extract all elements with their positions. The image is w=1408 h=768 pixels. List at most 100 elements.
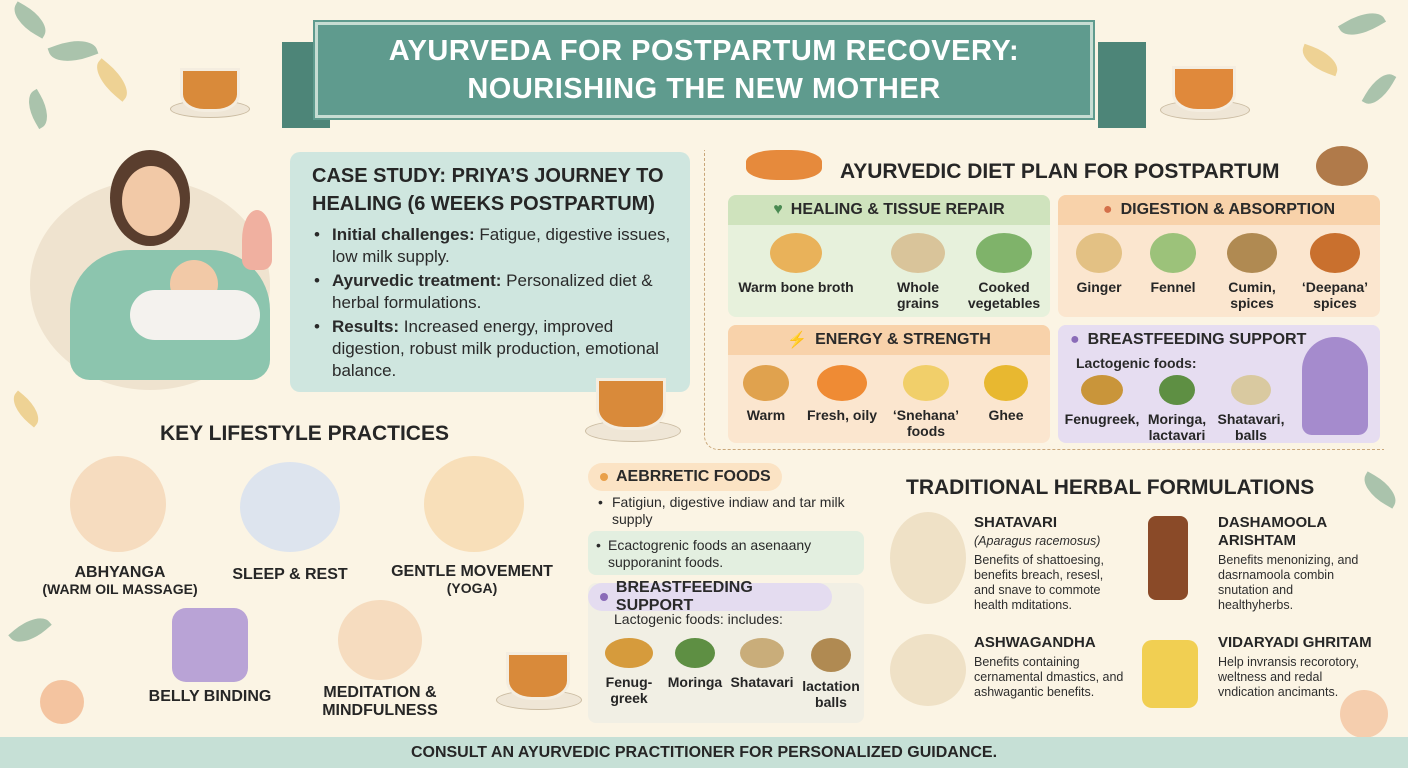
leaf-decoration	[6, 390, 46, 428]
lightning-icon: ⚡	[787, 332, 808, 349]
food-item: ‘Snehana’ foods	[888, 365, 964, 439]
list-item-label: Ayurvedic treatment:	[332, 271, 502, 290]
list-item-label: Results:	[332, 317, 400, 336]
warm-soup-icon	[743, 365, 789, 401]
practice-sub: (YOGA)	[446, 580, 498, 596]
herb-description: Benefits of shattoesing, benefits breach…	[974, 553, 1104, 612]
leaf-decoration	[8, 609, 52, 651]
turmeric-icon	[746, 150, 822, 180]
fenugreek-icon	[605, 638, 653, 668]
fenugreek-icon	[1081, 375, 1123, 405]
tea-cup-icon	[506, 652, 570, 700]
flower-decoration	[1340, 690, 1388, 738]
lactation-balls-icon	[811, 638, 851, 672]
herb-description: Help invransis recorotory, weltness and …	[1218, 655, 1359, 699]
spices-icon	[1310, 233, 1360, 273]
food-item: Ginger	[1064, 233, 1134, 295]
herbal-title: TRADITIONAL HERBAL FORMULATIONS	[906, 476, 1315, 499]
food-item: Fenugreek,	[1062, 375, 1142, 427]
food-item: Fresh, oily	[800, 365, 884, 423]
food-item: Warm	[734, 365, 798, 423]
list-item: Initial challenges: Fatigue, digestive i…	[312, 224, 682, 268]
food-item: Fenug- greek	[598, 638, 660, 706]
fennel-icon	[1150, 233, 1196, 273]
abhyanga-icon	[70, 456, 166, 552]
ghee-bowl-icon	[1316, 146, 1368, 186]
herb-item: VIDARYADI GHRITAM Help invransis recorot…	[1218, 634, 1378, 700]
case-study-title: CASE STUDY: PRIYA’S JOURNEY TO HEALING (…	[312, 165, 664, 215]
page-title-line-1: AYURVEDA FOR POSTPARTUM RECOVERY:	[388, 35, 1020, 67]
mother-baby-illustration	[1302, 337, 1368, 435]
herb-name: VIDARYADI GHRITAM	[1218, 634, 1372, 651]
list-item: Ayurvedic treatment: Personalized diet &…	[312, 270, 682, 314]
food-item: Cooked vegetables	[962, 233, 1046, 311]
leaf-decoration	[1337, 4, 1387, 44]
shatavari-icon	[740, 638, 784, 668]
belly-binding-icon	[172, 608, 248, 682]
list-item-text: Fatigue, digestive issues, low milk supp…	[332, 225, 671, 266]
practice-sub: (WARM OIL MASSAGE)	[42, 581, 198, 597]
food-item: Ghee	[970, 365, 1042, 423]
herb-name: DASHAMOOLA ARISHTAM	[1218, 514, 1327, 549]
herb-name: SHATAVARI	[974, 514, 1058, 531]
grains-icon	[891, 233, 945, 273]
shatavari-icon	[1231, 375, 1271, 405]
food-item: lactation balls	[796, 638, 866, 710]
herb-description: Benefits menonizing, and dasrnamoola com…	[1218, 553, 1359, 612]
leaf-decoration	[21, 88, 55, 130]
meditation-icon	[338, 600, 422, 680]
practice-label: ABHYANGA	[74, 564, 166, 581]
shatavari-root-icon	[890, 512, 966, 604]
arishtam-bottle-icon	[1148, 516, 1188, 600]
list-item-label: Initial challenges:	[332, 225, 475, 244]
sleep-icon	[240, 462, 340, 552]
practice-label: SLEEP & REST	[232, 566, 348, 583]
food-item: Moringa, lactavari	[1142, 375, 1212, 443]
diet-card-energy: ⚡ ENERGY & STRENGTH Warm Fresh, oily ‘Sn…	[728, 325, 1050, 443]
moringa-icon	[675, 638, 715, 668]
herb-description: Benefits containing cernamental dmastics…	[974, 655, 1124, 699]
bullet-dot	[600, 593, 608, 601]
tea-cup-icon	[1172, 66, 1236, 112]
ectogenic-note: • Ecactogrenic foods an asenaany suppora…	[588, 531, 864, 575]
herb-latin: (Aparagus racemosus)	[974, 534, 1101, 548]
title-banner: AYURVEDA FOR POSTPARTUM RECOVERY: NOURIS…	[315, 22, 1093, 118]
tea-cup-icon	[180, 68, 240, 112]
case-study-list: Initial challenges: Fatigue, digestive i…	[312, 224, 682, 384]
lactogenic-subtitle: Lactogenic foods: includes:	[614, 611, 783, 627]
list-item-text: Increased energy, improved digestion, ro…	[332, 317, 659, 380]
card-title: DIGESTION & ABSORPTION	[1120, 201, 1336, 218]
ghritam-jar-icon	[1142, 640, 1198, 708]
snehana-foods-icon	[903, 365, 949, 401]
section-title: AEBRRETIC FOODS	[616, 468, 771, 485]
diet-card-healing: ♥ HEALING & TISSUE REPAIR Warm bone brot…	[728, 195, 1050, 317]
food-item: Shatavari, balls	[1214, 375, 1288, 443]
cumin-icon	[1227, 233, 1277, 273]
herb-item: SHATAVARI (Aparagus racemosus) Benefits …	[974, 514, 1124, 613]
page-title-line-2: NOURISHING THE NEW MOTHER	[467, 73, 941, 105]
yoga-icon	[424, 456, 524, 552]
flower-decoration	[40, 680, 84, 724]
fresh-fruit-icon	[817, 365, 867, 401]
herb-item: DASHAMOOLA ARISHTAM Benefits menonizing,…	[1218, 514, 1368, 613]
herb-item: ASHWAGANDHA Benefits containing cernamen…	[974, 634, 1124, 700]
practice-label: BELLY BINDING	[148, 688, 272, 705]
vegetables-icon	[976, 233, 1032, 273]
stomach-icon: ●	[1102, 201, 1113, 218]
diet-plan-frame	[704, 150, 1384, 450]
mother-breastfeeding-illustration	[20, 140, 290, 390]
banner-ribbon-right	[1098, 42, 1146, 128]
card-title: HEALING & TISSUE REPAIR	[790, 201, 1005, 218]
leaf-decoration	[1361, 68, 1397, 110]
footer-banner: CONSULT AN AYURVEDIC PRACTITIONER FOR PE…	[0, 737, 1408, 768]
ginger-icon	[1076, 233, 1122, 273]
food-item: Cumin, spices	[1214, 233, 1290, 311]
mother-icon: ●	[1070, 331, 1080, 348]
food-item: ‘Deepana’ spices	[1294, 233, 1376, 311]
bullet-text: • Fatigiun, digestive indiaw and tar mil…	[598, 494, 845, 527]
aebrretic-foods-header: AEBRRETIC FOODS	[588, 463, 782, 491]
food-item: Warm bone broth	[736, 233, 856, 295]
diet-card-breastfeeding: ● BREASTFEEDING SUPPORT Lactogenic foods…	[1058, 325, 1380, 443]
moringa-icon	[1159, 375, 1195, 405]
diet-plan-title: AYURVEDIC DIET PLAN FOR POSTPARTUM	[840, 160, 1280, 183]
